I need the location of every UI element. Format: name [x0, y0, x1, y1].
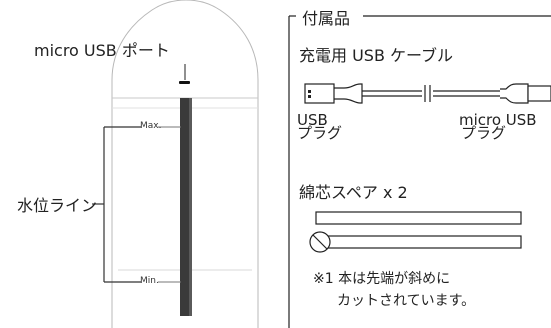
wick-note-line1: ※1 本は先端が斜めに [313, 271, 451, 287]
wick-title: 綿芯スペア x 2 [299, 183, 408, 202]
wick-note: ※1 本は先端が斜めに カットされています。 [313, 268, 475, 312]
usb-a-plug [304, 83, 335, 104]
usb-plug-label-line2: プラグ [297, 124, 343, 142]
accessories-frame [288, 15, 551, 328]
max-label: Max. [140, 121, 162, 131]
micro-plug-label: micro USB プラグ [459, 111, 537, 142]
water-level-bracket [92, 126, 141, 283]
micro-usb-plug [527, 85, 551, 102]
usb-cable-illustration [304, 83, 551, 104]
water-level-label: 水位ライン [17, 196, 98, 215]
accessories-title: 付属品 [299, 5, 354, 29]
spare-wicks-illustration [309, 211, 522, 253]
min-label: Min. [140, 276, 159, 286]
usb-plug-label: USB プラグ [297, 111, 343, 142]
usb-port-label: micro USB ポート [34, 41, 170, 60]
usb-plug-label-line1: USB [297, 111, 328, 129]
cable-title: 充電用 USB ケーブル [299, 46, 454, 65]
wick-note-line2: カットされています。 [337, 293, 476, 309]
spare-wick-angled [324, 235, 522, 249]
micro-plug-label-line1: micro USB [459, 111, 537, 129]
micro-plug-label-line2: プラグ [461, 124, 507, 142]
spare-wick-straight [315, 211, 522, 225]
usb-port-hole [179, 81, 190, 84]
